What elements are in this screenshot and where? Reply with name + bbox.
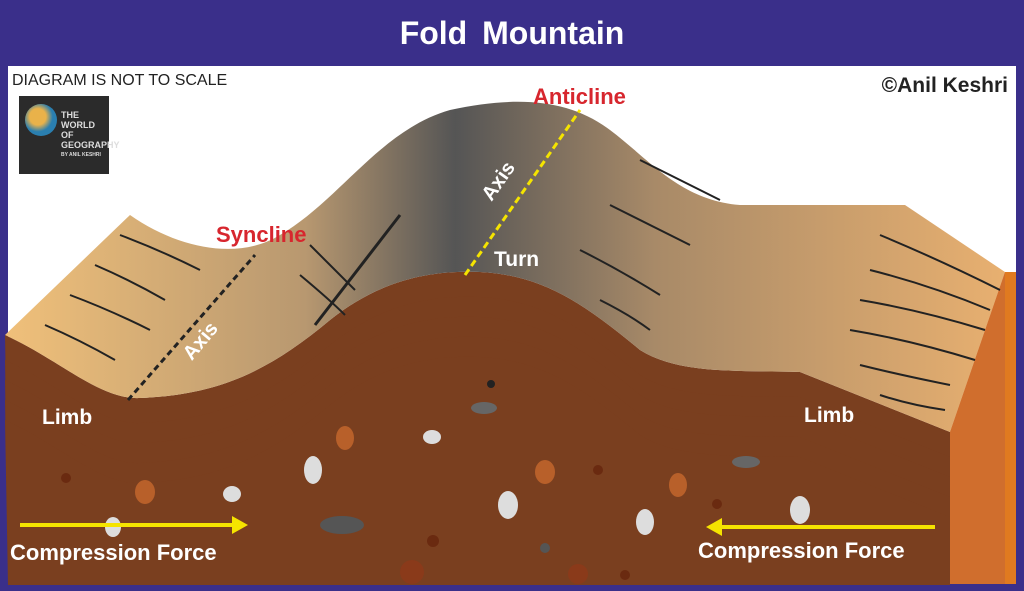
syncline-axis-line [126,254,257,401]
compression-arrow-right [706,518,935,536]
rocks [61,380,810,584]
limb-left-label: Limb [42,406,93,429]
page-title: Fold Mountain [399,14,625,51]
anticline-label: Anticline [533,84,626,109]
surface-hachures [44,159,1001,411]
scale-note: DIAGRAM IS NOT TO SCALE [12,72,228,89]
syncline-label: Syncline [216,222,307,247]
compression-arrow-left [20,516,248,534]
anticline-axis-line [463,109,582,276]
copyright: ©Anil Keshri [881,74,1008,97]
compression-force-left-label: Compression Force [10,540,217,565]
turn-label: Turn [494,248,540,271]
top-surface [5,101,1005,432]
compression-force-right-label: Compression Force [698,538,905,563]
limb-right-label: Limb [804,404,855,427]
rock-layers [5,271,950,585]
globe-icon [25,104,57,136]
